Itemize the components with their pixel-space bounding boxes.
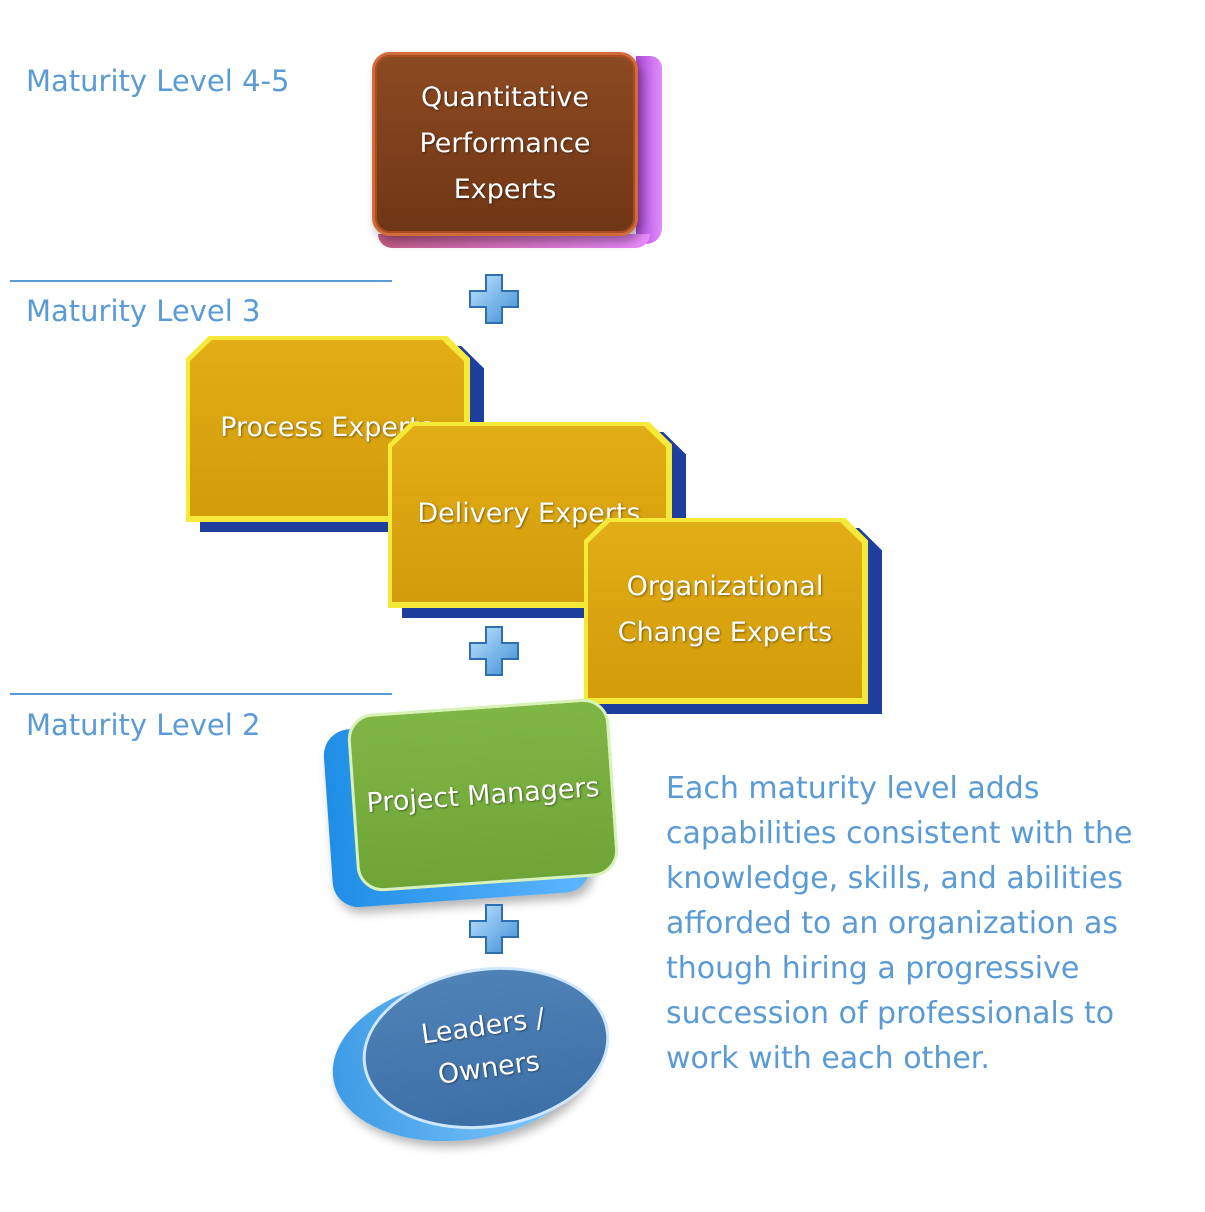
divider-level-2: [10, 693, 392, 695]
plus-icon: [469, 274, 519, 324]
org-change-label: Organizational Change Experts: [617, 571, 833, 648]
quantitative-label: Quantitative Performance Experts: [419, 82, 591, 205]
project-managers-label: Project Managers: [365, 771, 601, 819]
description-text: Each maturity level adds capabilities co…: [666, 771, 1133, 1076]
plus-icon: [469, 626, 519, 676]
quantitative-performance-experts-box: Quantitative Performance Experts: [372, 52, 662, 248]
plus-icon: [469, 904, 519, 954]
organizational-change-experts-box: Organizational Change Experts: [584, 518, 882, 714]
level-label-2: Maturity Level 2: [26, 708, 261, 742]
delivery-experts-box: Delivery Experts: [388, 422, 686, 618]
project-managers-box: Project Managers: [346, 697, 620, 893]
leaders-owners-label: Leaders / Owners: [419, 1002, 547, 1091]
level-label-3: Maturity Level 3: [26, 294, 261, 328]
level-label-4-5: Maturity Level 4-5: [26, 64, 290, 98]
divider-level-3: [10, 280, 392, 282]
